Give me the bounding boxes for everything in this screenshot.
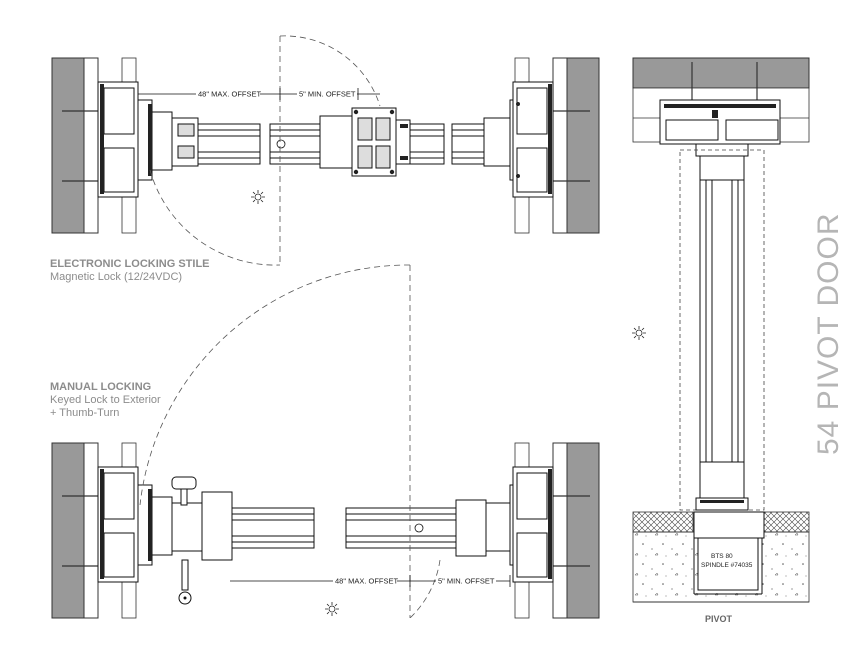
spindle-label: SPINDLE #74035 bbox=[701, 562, 753, 569]
top-max-offset-label: 48" MAX. OFFSET bbox=[198, 90, 262, 99]
exterior-sun-icon bbox=[325, 602, 339, 616]
manual-line1: Keyed Lock to Exterior bbox=[50, 394, 161, 406]
bts-label: BTS 80 bbox=[711, 553, 733, 560]
top-plan-view: 48" MAX. OFFSET 5" MIN. OFFSET bbox=[51, 35, 600, 266]
electronic-subtext: Magnetic Lock (12/24VDC) bbox=[50, 271, 183, 283]
manual-line2: + Thumb-Turn bbox=[50, 407, 120, 419]
exterior-sun-icon bbox=[632, 326, 646, 340]
pivot-label: PIVOT bbox=[705, 614, 733, 624]
bottom-plan-view: 48" MAX. OFFSET 5" MIN. OFFSET bbox=[51, 264, 600, 619]
page-title: 54 PIVOT DOOR bbox=[812, 212, 845, 455]
electronic-heading: ELECTRONIC LOCKING STILE bbox=[50, 258, 210, 270]
bottom-min-offset-label: 5" MIN. OFFSET bbox=[438, 577, 495, 586]
top-min-offset-label: 5" MIN. OFFSET bbox=[299, 90, 356, 99]
exterior-sun-icon bbox=[251, 190, 265, 204]
bottom-max-offset-label: 48" MAX. OFFSET bbox=[335, 577, 399, 586]
section-view: BTS 80 SPINDLE #74035 bbox=[632, 57, 810, 603]
manual-heading: MANUAL LOCKING bbox=[50, 381, 152, 393]
